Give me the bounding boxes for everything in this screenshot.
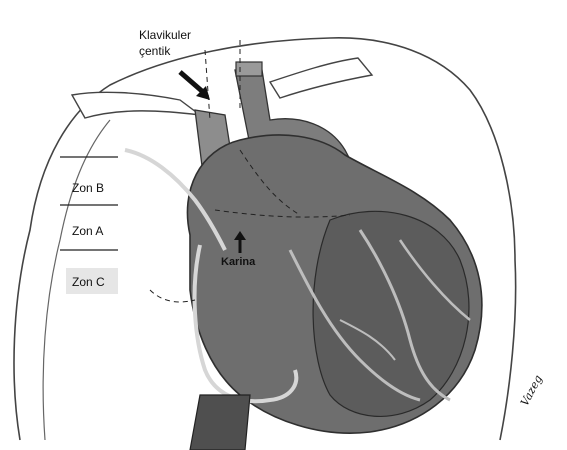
left-clavicle bbox=[72, 92, 200, 118]
clavicular-notch-arrow bbox=[180, 72, 203, 92]
carina-label: Karina bbox=[221, 255, 255, 269]
clavicular-notch-label-line2: çentik bbox=[139, 44, 170, 58]
dashed-line-lower bbox=[150, 290, 195, 302]
clavicular-notch-label: Klavikuler bbox=[139, 28, 191, 42]
right-clavicle bbox=[270, 58, 372, 98]
dashed-line-vertical-1 bbox=[205, 50, 210, 120]
zone-a-label: Zon A bbox=[72, 224, 103, 238]
zone-b-label: Zon B bbox=[72, 181, 104, 195]
inferior-vessel bbox=[190, 395, 250, 450]
zone-c-label: Zon C bbox=[72, 275, 105, 289]
